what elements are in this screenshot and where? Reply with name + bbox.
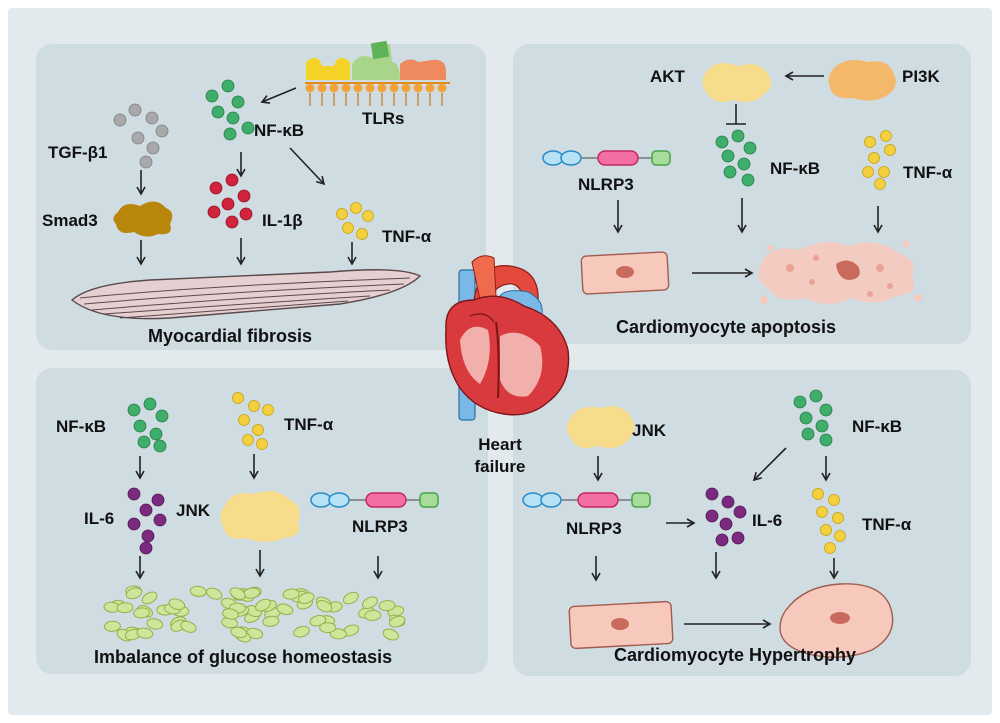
tlr-membrane-icon [305, 40, 450, 106]
glucose-molecule [298, 592, 315, 604]
nlrp3-label-apoptosis: NLRP3 [578, 175, 634, 194]
il1b-dots-icon [207, 173, 253, 229]
tnf-alpha-label-apoptosis: TNF-α [903, 163, 953, 182]
il6-label-glucose: IL-6 [84, 509, 115, 528]
fibrotic-fiber-icon [70, 269, 422, 320]
normal-cell-icon [568, 600, 674, 650]
fibrosis-arrows [136, 87, 357, 266]
akt-label: AKT [650, 67, 685, 86]
nfkb-label-apoptosis: NF-κB [770, 159, 821, 178]
apoptosis-arrows [613, 71, 883, 278]
glucose-molecule [222, 608, 239, 620]
nfkb-dots-icon-hypertrophy [793, 389, 833, 447]
glucose-molecule [136, 627, 154, 639]
nlrp3-label-hypertrophy: NLRP3 [566, 519, 622, 538]
glucose-molecule [168, 598, 186, 611]
akt-icon [702, 63, 772, 102]
tnf-alpha-label-hypertrophy: TNF-α [862, 515, 912, 534]
glucose-molecule [180, 620, 197, 633]
il1b-label: IL-1β [262, 211, 303, 230]
pi3k-icon [828, 60, 896, 101]
glucose-molecule [276, 603, 294, 616]
glucose-molecule [316, 599, 333, 613]
glucose-molecule [103, 620, 121, 632]
glucose-molecule [230, 626, 248, 639]
il6-label-hypertrophy: IL-6 [752, 511, 783, 530]
glucose-molecule [116, 602, 134, 614]
glucose-molecule [141, 591, 158, 605]
heart-failure-label-line2: failure [474, 457, 526, 476]
glucose-molecule [133, 607, 151, 619]
glucose-molecule [378, 600, 396, 612]
hypertrophy-arrows [591, 447, 839, 629]
jnk-label-hypertrophy: JNK [632, 421, 667, 440]
tnf-alpha-label-glucose: TNF-α [284, 415, 334, 434]
nfkb-label: NF-κB [254, 121, 305, 140]
glucose-molecule [206, 587, 223, 600]
nlrp3-icon-glucose [310, 492, 439, 508]
nfkb-label-glucose: NF-κB [56, 417, 107, 436]
glucose-arrows [135, 454, 383, 580]
glucose-molecule [189, 585, 207, 597]
hypertrophic-cell-icon [779, 583, 894, 658]
heart-failure-label-line1: Heart [478, 435, 522, 454]
tnf-dots-icon [336, 202, 374, 240]
healthy-cell-icon [580, 251, 670, 295]
tgf-beta1-dots-icon [113, 103, 169, 169]
glucose-molecule [329, 628, 347, 640]
nfkb-dots-icon [205, 79, 255, 141]
glucose-molecule [389, 615, 406, 628]
nfkb-label-hypertrophy: NF-κB [852, 417, 903, 436]
tnf-dots-icon-hypertrophy [812, 488, 846, 554]
tgf-beta1-label: TGF-β1 [48, 143, 108, 162]
glucose-molecule [282, 588, 300, 600]
glucose-molecules-icon [103, 585, 406, 643]
glucose-molecule [342, 591, 359, 605]
tnf-dots-icon-glucose [232, 392, 274, 450]
jnk-icon-hypertrophy [567, 406, 635, 448]
tnf-dots-icon-apoptosis [862, 130, 896, 190]
smad3-icon [113, 201, 173, 237]
glucose-molecule [262, 615, 280, 627]
glucose-molecule [293, 625, 310, 638]
pi3k-label: PI3K [902, 67, 940, 86]
jnk-label-glucose: JNK [176, 501, 211, 520]
glucose-molecule [146, 618, 164, 630]
smad3-label: Smad3 [42, 211, 98, 230]
nlrp3-icon-hypertrophy [522, 492, 651, 508]
nlrp3-icon [542, 150, 671, 166]
apoptosis-title: Cardiomyocyte apoptosis [616, 317, 837, 337]
fibrosis-title: Myocardial fibrosis [148, 326, 313, 346]
jnk-icon [220, 491, 300, 542]
glucose-molecule [382, 628, 399, 641]
nfkb-dots-icon-apoptosis [715, 129, 757, 187]
il6-dots-icon-hypertrophy [705, 487, 747, 547]
heart-icon [445, 255, 570, 421]
apoptotic-cell-icon [758, 240, 922, 304]
glucose-molecule [255, 598, 271, 612]
nfkb-dots-icon-glucose [127, 397, 169, 453]
glucose-molecule [319, 622, 337, 634]
glucose-title: Imbalance of glucose homeostasis [94, 647, 393, 667]
il6-dots-icon [127, 487, 167, 555]
glucose-molecule [309, 614, 327, 627]
glucose-molecule [361, 596, 378, 610]
nlrp3-label-glucose: NLRP3 [352, 517, 408, 536]
glucose-molecule [364, 609, 382, 621]
tlrs-label: TLRs [362, 109, 405, 128]
glucose-molecule [229, 587, 246, 600]
glucose-molecule [125, 587, 143, 600]
hypertrophy-title: Cardiomyocyte Hypertrophy [614, 645, 857, 665]
tnf-alpha-label: TNF-α [382, 227, 432, 246]
